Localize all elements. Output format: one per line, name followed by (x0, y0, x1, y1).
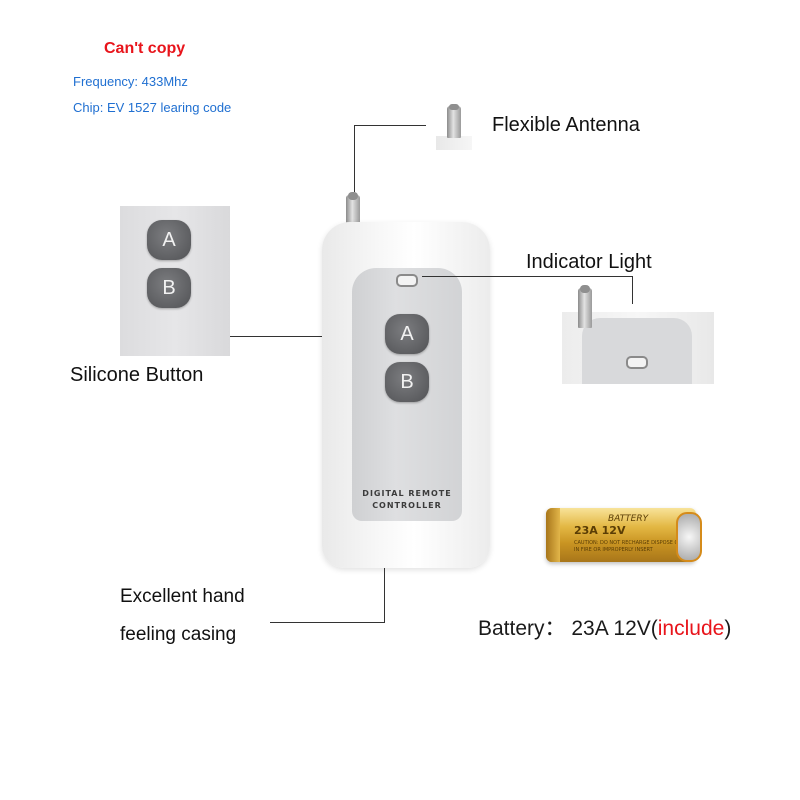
remote-face-panel: A B DIGITAL REMOTE CONTROLLER (352, 268, 462, 521)
brand-line-2: CONTROLLER (372, 501, 442, 510)
antenna-callout-line (354, 125, 426, 126)
indicator-led (396, 274, 418, 287)
casing-callout-line-vertical (384, 568, 385, 622)
detail-indicator-led (626, 356, 648, 369)
casing-label-line-1: Excellent hand (120, 586, 245, 607)
battery-model-text: 23A 12V (574, 524, 626, 537)
casing-label-line-2: feeling casing (120, 624, 237, 645)
indicator-callout-line-vertical (632, 276, 633, 304)
remote-button-b: B (385, 362, 429, 402)
battery-caption-include: include (657, 617, 725, 640)
silicone-button-label: Silicone Button (70, 364, 204, 386)
battery-caption: Battery： 23A 12V(include) (478, 612, 731, 642)
chip-note: Chip: EV 1527 learing code (73, 100, 232, 115)
remote-button-a: A (385, 314, 429, 354)
silicone-button-detail-image: A B (120, 206, 230, 356)
battery-caption-prefix: Battery： 23A 12V( (478, 617, 658, 640)
battery-cap (676, 512, 702, 562)
battery-caution-2: IN FIRE OR IMPROPERLY INSERT (574, 547, 653, 553)
detail-antenna-tip (580, 285, 590, 293)
indicator-light-label: Indicator Light (526, 251, 652, 273)
battery-caption-suffix: ) (724, 617, 732, 640)
detail-button-b: B (147, 268, 191, 308)
indicator-callout-line (422, 276, 632, 277)
battery-image: BATTERY 23A 12V CAUTION: DO NOT RECHARGE… (546, 508, 702, 562)
detail-antenna (578, 288, 592, 328)
frequency-note: Frequency: 433Mhz (73, 74, 188, 89)
remote-control: A B DIGITAL REMOTE CONTROLLER (322, 222, 490, 568)
brand-line-1: DIGITAL REMOTE (362, 489, 452, 498)
antenna-callout-line-vertical (354, 125, 355, 192)
antenna-detail-image (436, 104, 472, 150)
casing-callout-line (270, 622, 385, 623)
silicone-callout-line (230, 336, 378, 337)
detail-button-a: A (147, 220, 191, 260)
cant-copy-note: Can't copy (104, 40, 186, 57)
battery-caution-1: CAUTION: DO NOT RECHARGE DISPOSE OF (574, 540, 682, 546)
battery-brand-text: BATTERY (608, 514, 649, 524)
antenna-tip (348, 192, 358, 200)
flexible-antenna-label: Flexible Antenna (492, 114, 640, 136)
